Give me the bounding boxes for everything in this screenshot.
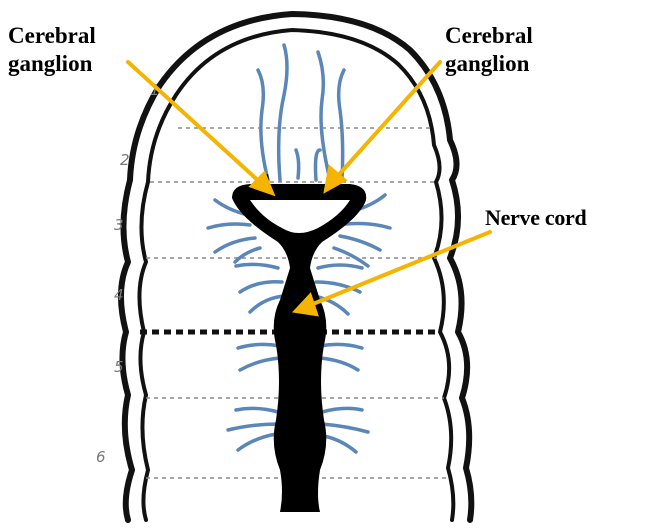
- segment-number: 6: [96, 448, 106, 466]
- nerve-lateral: [238, 434, 276, 450]
- nerve-lateral: [346, 224, 390, 229]
- nerve-lateral: [322, 408, 362, 412]
- label-line: ganglion: [8, 50, 96, 78]
- nerve-anterior: [258, 70, 268, 180]
- nerve-lateral: [324, 436, 356, 452]
- nerve-anterior: [316, 150, 321, 180]
- label-line: ganglion: [445, 50, 533, 78]
- nerve-cord-label: Nerve cord: [485, 204, 586, 232]
- segment-number: 4: [114, 286, 124, 304]
- segment-number: 2: [120, 151, 130, 169]
- nerve-lateral: [240, 282, 282, 292]
- label-line: Cerebral: [8, 22, 96, 50]
- cerebral-ganglia-ring: [232, 184, 366, 512]
- nerve-lateral: [236, 264, 278, 268]
- nerve-lateral: [238, 344, 280, 348]
- label-line: Cerebral: [445, 22, 533, 50]
- nerve-lateral: [235, 248, 260, 262]
- nerve-lateral: [340, 236, 380, 250]
- nerve-anterior: [339, 70, 344, 180]
- nerve-anterior: [279, 45, 287, 180]
- cerebral-ganglion-label-right: Cerebral ganglion: [445, 22, 533, 78]
- cerebral-ganglion-label-left: Cerebral ganglion: [8, 22, 96, 78]
- nerve-anterior: [296, 150, 299, 178]
- nerve-lateral: [215, 238, 255, 252]
- segment-number: 3: [114, 216, 124, 234]
- nerve-lateral: [320, 344, 362, 348]
- segment-number: 5: [114, 358, 124, 376]
- nerve-lateral: [318, 265, 362, 268]
- nerve-anterior: [318, 52, 330, 180]
- arrow-right-ganglion: [334, 62, 440, 180]
- nerve-lateral: [322, 424, 368, 432]
- central-nervous-system: [232, 174, 366, 512]
- nerve-lateral: [240, 358, 280, 370]
- nerve-lateral: [320, 358, 358, 370]
- nerve-lateral: [228, 424, 278, 430]
- nerve-lateral: [208, 224, 250, 228]
- nerve-lateral: [236, 408, 278, 412]
